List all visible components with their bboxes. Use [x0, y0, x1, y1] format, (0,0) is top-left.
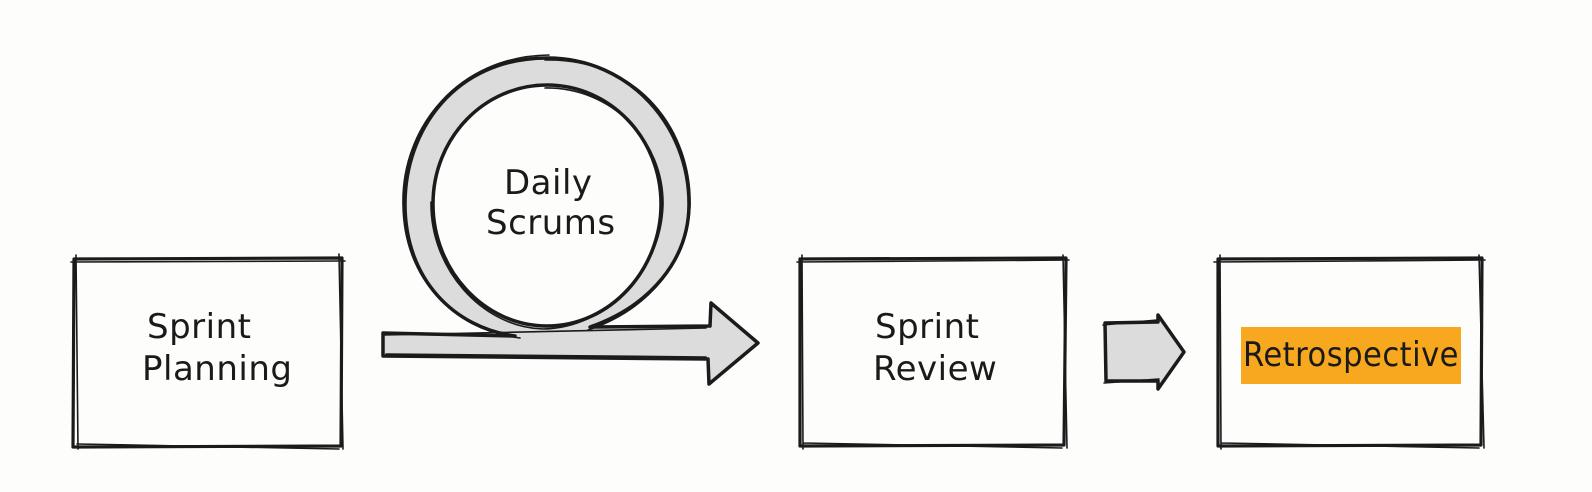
sprint-planning-label-line2: Planning: [142, 349, 292, 389]
sprint-planning-label-line1: Sprint: [147, 307, 251, 347]
sprint-review-label-line2: Review: [873, 349, 997, 389]
retrospective-highlight: [1241, 327, 1461, 384]
sprint-review-box: Sprint Review: [796, 254, 1070, 450]
retrospective-label: Retrospective: [1243, 335, 1459, 375]
review-to-retro-arrow: [1102, 313, 1186, 391]
daily-scrums-label-line2: Scrums: [486, 203, 616, 243]
daily-scrums-label-line1: Daily: [504, 163, 593, 203]
daily-scrum-loop-arrow: Daily Scrums: [381, 54, 760, 386]
sprint-review-label-line1: Sprint: [875, 307, 979, 347]
retrospective-box: Retrospective: [1213, 254, 1486, 450]
sprint-planning-box: Sprint Planning: [70, 253, 346, 450]
